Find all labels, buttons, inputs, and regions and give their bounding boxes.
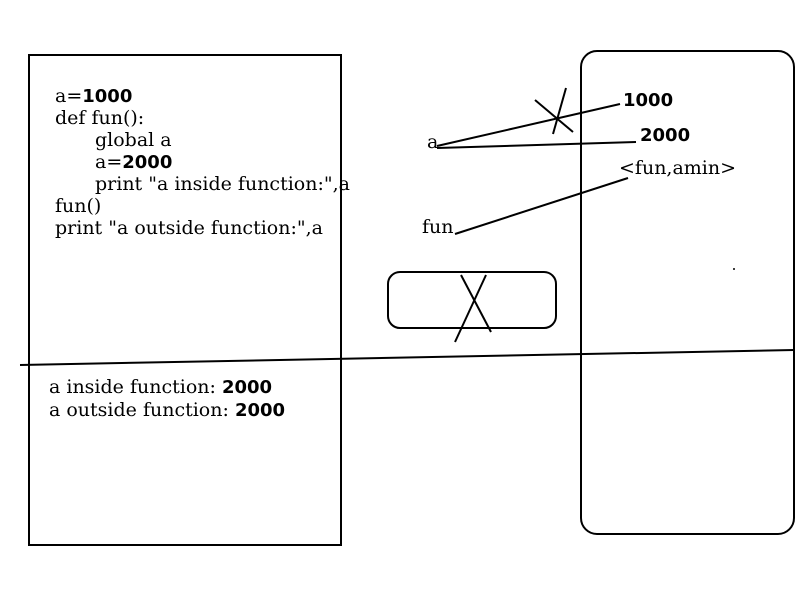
ref-fun-to-function: [454, 177, 629, 235]
output-line-2: a outside function: 2000: [49, 399, 285, 421]
code-line-1: a=1000: [55, 85, 132, 107]
stray-dot: [733, 268, 735, 270]
ref-a-to-2000: [436, 141, 637, 149]
name-fun: fun: [422, 216, 454, 238]
local-frame-box: [387, 271, 557, 329]
ref-cross-2: [552, 87, 567, 135]
ref-a-to-1000: [436, 103, 621, 147]
code-panel: [28, 54, 342, 546]
local-frame-cross-1: [460, 274, 492, 333]
local-frame-cross-2: [454, 274, 487, 343]
code-line-4: a=2000: [95, 151, 172, 173]
output-line-1: a inside function: 2000: [49, 376, 272, 398]
code-line-6: fun(): [55, 195, 101, 217]
code-line-3: global a: [95, 129, 172, 151]
ref-cross-1: [534, 99, 574, 133]
code-line-5: print "a inside function:",a: [95, 173, 350, 195]
code-line-2: def fun():: [55, 107, 144, 129]
object-heap-panel: [580, 50, 795, 535]
name-a: a: [427, 131, 438, 153]
object-function: <fun,amin>: [619, 157, 736, 179]
divider-line: [19, 349, 795, 366]
object-value-2000: 2000: [640, 125, 690, 146]
code-line-7: print "a outside function:",a: [55, 217, 323, 239]
object-value-1000: 1000: [623, 90, 673, 111]
